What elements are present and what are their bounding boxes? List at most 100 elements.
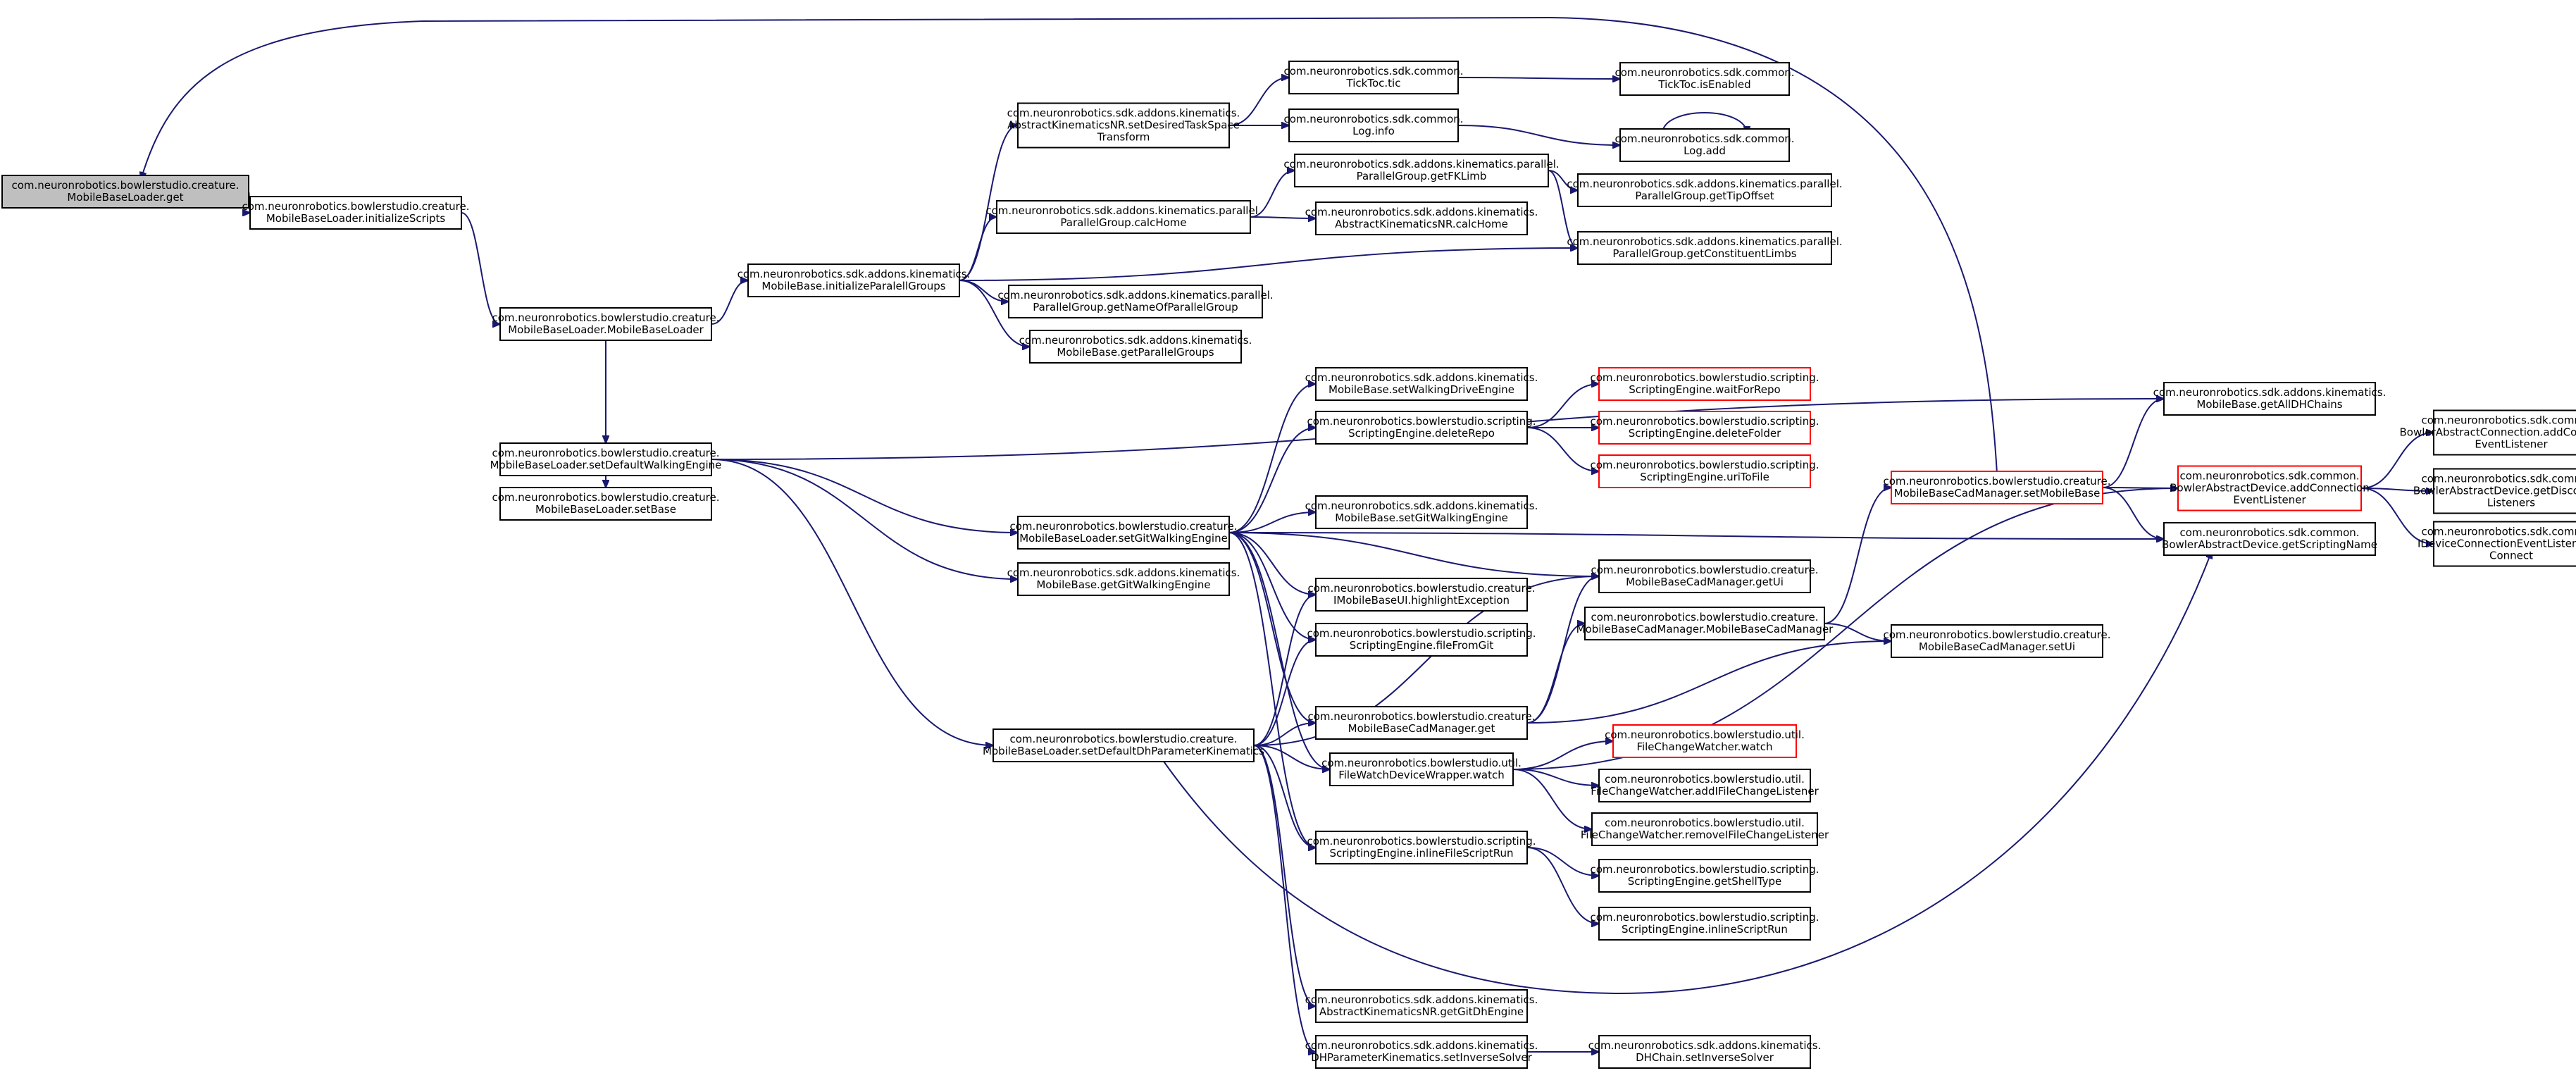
edge-ctor-to-initParallel	[711, 280, 748, 325]
node-tic[interactable]: com.neuronrobotics.sdk.common.TickToc.ti…	[1283, 61, 1464, 94]
node-setBase[interactable]: com.neuronrobotics.bowlerstudio.creature…	[492, 487, 720, 521]
node-label-line: com.neuronrobotics.sdk.addons.kinematics…	[1305, 206, 1538, 218]
node-getScriptingName[interactable]: com.neuronrobotics.sdk.common.BowlerAbst…	[2162, 522, 2377, 556]
node-mbGetGitWalking[interactable]: com.neuronrobotics.sdk.addons.kinematics…	[1007, 562, 1240, 596]
node-mbSetGitWalking[interactable]: com.neuronrobotics.sdk.addons.kinematics…	[1305, 495, 1538, 529]
node-loginfo[interactable]: com.neuronrobotics.sdk.common.Log.info	[1283, 108, 1464, 142]
node-box	[1598, 454, 1811, 488]
node-box	[1577, 173, 1832, 207]
node-box	[1315, 706, 1528, 740]
node-setWalkingDrive[interactable]: com.neuronrobotics.sdk.addons.kinematics…	[1305, 367, 1538, 401]
node-label-line: com.neuronrobotics.bowlerstudio.creature…	[492, 311, 720, 324]
node-getTipOffset[interactable]: com.neuronrobotics.sdk.addons.kinematics…	[1567, 173, 1843, 207]
node-getNameOfPG[interactable]: com.neuronrobotics.sdk.addons.kinematics…	[997, 285, 1274, 318]
node-initParallel[interactable]: com.neuronrobotics.sdk.addons.kinematics…	[738, 263, 971, 297]
node-getGitDhEngine[interactable]: com.neuronrobotics.sdk.addons.kinematics…	[1305, 989, 1538, 1023]
node-label-line: Transform	[1097, 131, 1150, 144]
node-label-line: FileChangeWatcher.removeIFileChangeListe…	[1581, 829, 1829, 841]
node-cadSetMobileBase[interactable]: com.neuronrobotics.bowlerstudio.creature…	[1884, 471, 2111, 504]
node-dhSetInverse[interactable]: com.neuronrobotics.sdk.addons.kinematics…	[1305, 1035, 1538, 1069]
node-inlineScriptRun[interactable]: com.neuronrobotics.bowlerstudio.scriptin…	[1590, 907, 1819, 941]
node-chainSetInverse[interactable]: com.neuronrobotics.sdk.addons.kinematics…	[1588, 1035, 1822, 1069]
node-setGitWalking[interactable]: com.neuronrobotics.bowlerstudio.creature…	[1010, 516, 1238, 550]
node-uriToFile[interactable]: com.neuronrobotics.bowlerstudio.scriptin…	[1590, 454, 1819, 488]
node-label-line: com.neuronrobotics.sdk.addons.kinematics…	[1305, 371, 1538, 384]
node-deleteRepo[interactable]: com.neuronrobotics.bowlerstudio.scriptin…	[1307, 411, 1536, 445]
node-setDefaultDH[interactable]: com.neuronrobotics.bowlerstudio.creature…	[983, 728, 1264, 762]
node-setDefaultWalking[interactable]: com.neuronrobotics.bowlerstudio.creature…	[490, 442, 722, 476]
node-box	[1315, 411, 1528, 445]
node-highlight[interactable]: com.neuronrobotics.bowlerstudio.creature…	[1308, 578, 1536, 612]
node-fileFromGit[interactable]: com.neuronrobotics.bowlerstudio.scriptin…	[1307, 623, 1536, 657]
node-addFileChange[interactable]: com.neuronrobotics.bowlerstudio.util.Fil…	[1591, 769, 1819, 802]
node-getParallelGroups[interactable]: com.neuronrobotics.sdk.addons.kinematics…	[1019, 330, 1252, 364]
node-label-line: com.neuronrobotics.sdk.common.	[1614, 132, 1794, 145]
node-label-line: ScriptingEngine.inlineScriptRun	[1622, 923, 1788, 936]
node-label-line: com.neuronrobotics.bowlerstudio.creature…	[12, 179, 239, 192]
node-box	[1315, 623, 1528, 657]
node-label-line: AbstractKinematicsNR.setDesiredTaskSpace	[1007, 119, 1240, 132]
node-akCalcHome[interactable]: com.neuronrobotics.sdk.addons.kinematics…	[1305, 201, 1538, 235]
node-label-line: Connect	[2489, 550, 2533, 562]
node-setDesired[interactable]: com.neuronrobotics.sdk.addons.kinematics…	[1007, 102, 1240, 149]
node-box	[1315, 831, 1528, 864]
node-box	[1598, 367, 1811, 401]
node-label-line: com.neuronrobotics.sdk.common.	[2421, 473, 2576, 485]
node-box	[249, 196, 462, 230]
node-addConnListener[interactable]: com.neuronrobotics.sdk.common.BowlerAbst…	[2170, 465, 2370, 511]
node-box	[747, 263, 960, 297]
node-box	[1288, 108, 1459, 142]
edge-inlineFileScriptRun-to-getShellType	[1526, 847, 1599, 876]
edge-fwWatch-to-fcwWatch	[1512, 741, 1613, 770]
edge-calcHome-to-getFKLimb	[1250, 170, 1295, 218]
node-getDisconnect[interactable]: com.neuronrobotics.sdk.common.BowlerAbst…	[2413, 468, 2576, 514]
node-inlineFileScriptRun[interactable]: com.neuronrobotics.bowlerstudio.scriptin…	[1307, 831, 1536, 864]
node-label-line: com.neuronrobotics.bowlerstudio.creature…	[1010, 733, 1238, 745]
node-cadGetUi[interactable]: com.neuronrobotics.bowlerstudio.creature…	[1591, 559, 1819, 593]
edge-setGitWalking-to-getScriptingName	[1228, 532, 2164, 539]
node-label-line: EventListener	[2475, 438, 2548, 451]
node-label-line: com.neuronrobotics.bowlerstudio.creature…	[1308, 710, 1536, 723]
node-label-line: com.neuronrobotics.sdk.addons.kinematics…	[1305, 500, 1538, 512]
node-fwWatch[interactable]: com.neuronrobotics.bowlerstudio.util.Fil…	[1321, 752, 1522, 786]
edge-setDesired-to-tic	[1228, 77, 1289, 126]
node-fcwWatch[interactable]: com.neuronrobotics.bowlerstudio.util.Fil…	[1605, 724, 1805, 758]
node-box	[1891, 624, 2103, 658]
node-logadd[interactable]: com.neuronrobotics.sdk.common.Log.add	[1614, 128, 1795, 162]
node-label-line: BowlerAbstractConnection.addConnection	[2399, 426, 2576, 439]
node-getAllDH[interactable]: com.neuronrobotics.sdk.addons.kinematics…	[2153, 382, 2387, 416]
node-getFKLimb[interactable]: com.neuronrobotics.sdk.addons.kinematics…	[1283, 154, 1560, 187]
edge-setGitWalking-to-deleteRepo	[1228, 428, 1316, 533]
node-cadGet[interactable]: com.neuronrobotics.bowlerstudio.creature…	[1308, 706, 1536, 740]
node-box	[499, 307, 712, 341]
node-deleteFolder[interactable]: com.neuronrobotics.bowlerstudio.scriptin…	[1590, 411, 1819, 445]
node-connAddListener[interactable]: com.neuronrobotics.sdk.common.BowlerAbst…	[2399, 409, 2576, 456]
node-label-line: com.neuronrobotics.bowlerstudio.util.	[1321, 757, 1522, 769]
node-label-line: com.neuronrobotics.sdk.addons.kinematics…	[1007, 107, 1240, 120]
node-label-line: DHParameterKinematics.setInverseSolver	[1311, 1051, 1532, 1064]
node-label-line: FileChangeWatcher.watch	[1636, 740, 1772, 753]
node-box	[1612, 724, 1797, 758]
node-ctor[interactable]: com.neuronrobotics.bowlerstudio.creature…	[492, 307, 720, 341]
node-label-line: com.neuronrobotics.bowlerstudio.util.	[1605, 728, 1805, 741]
node-removeFileChange[interactable]: com.neuronrobotics.bowlerstudio.util.Fil…	[1581, 812, 1829, 846]
edge-cadGet-to-cadSetUi	[1526, 641, 1891, 724]
edge-cadSetMobileBase-to-getScriptingName	[2102, 487, 2164, 539]
edge-setDefaultDH-to-fileFromGit	[1253, 640, 1316, 746]
node-cadCtor[interactable]: com.neuronrobotics.bowlerstudio.creature…	[1576, 607, 1834, 640]
node-label-line: Log.info	[1352, 125, 1395, 137]
node-getShellType[interactable]: com.neuronrobotics.bowlerstudio.scriptin…	[1590, 859, 1819, 893]
node-cadSetUi[interactable]: com.neuronrobotics.bowlerstudio.creature…	[1884, 624, 2111, 658]
node-waitForRepo[interactable]: com.neuronrobotics.bowlerstudio.scriptin…	[1590, 367, 1819, 401]
node-initializeScripts[interactable]: com.neuronrobotics.bowlerstudio.creature…	[242, 196, 470, 230]
node-label-line: com.neuronrobotics.bowlerstudio.util.	[1605, 773, 1805, 786]
node-label-line: ParallelGroup.getTipOffset	[1635, 190, 1774, 202]
node-label-line: com.neuronrobotics.sdk.common.	[2421, 414, 2576, 427]
node-calcHome[interactable]: com.neuronrobotics.sdk.addons.kinematics…	[985, 200, 1262, 234]
node-root[interactable]: com.neuronrobotics.bowlerstudio.creature…	[1, 175, 249, 209]
node-onConnect[interactable]: com.neuronrobotics.sdk.common.IDeviceCon…	[2418, 521, 2576, 567]
node-isEnabled[interactable]: com.neuronrobotics.sdk.common.TickToc.is…	[1614, 62, 1795, 96]
node-getConstituent[interactable]: com.neuronrobotics.sdk.addons.kinematics…	[1567, 231, 1843, 265]
nodes-layer: com.neuronrobotics.bowlerstudio.creature…	[1, 61, 2576, 1069]
node-label-line: com.neuronrobotics.bowlerstudio.util.	[1605, 817, 1805, 829]
